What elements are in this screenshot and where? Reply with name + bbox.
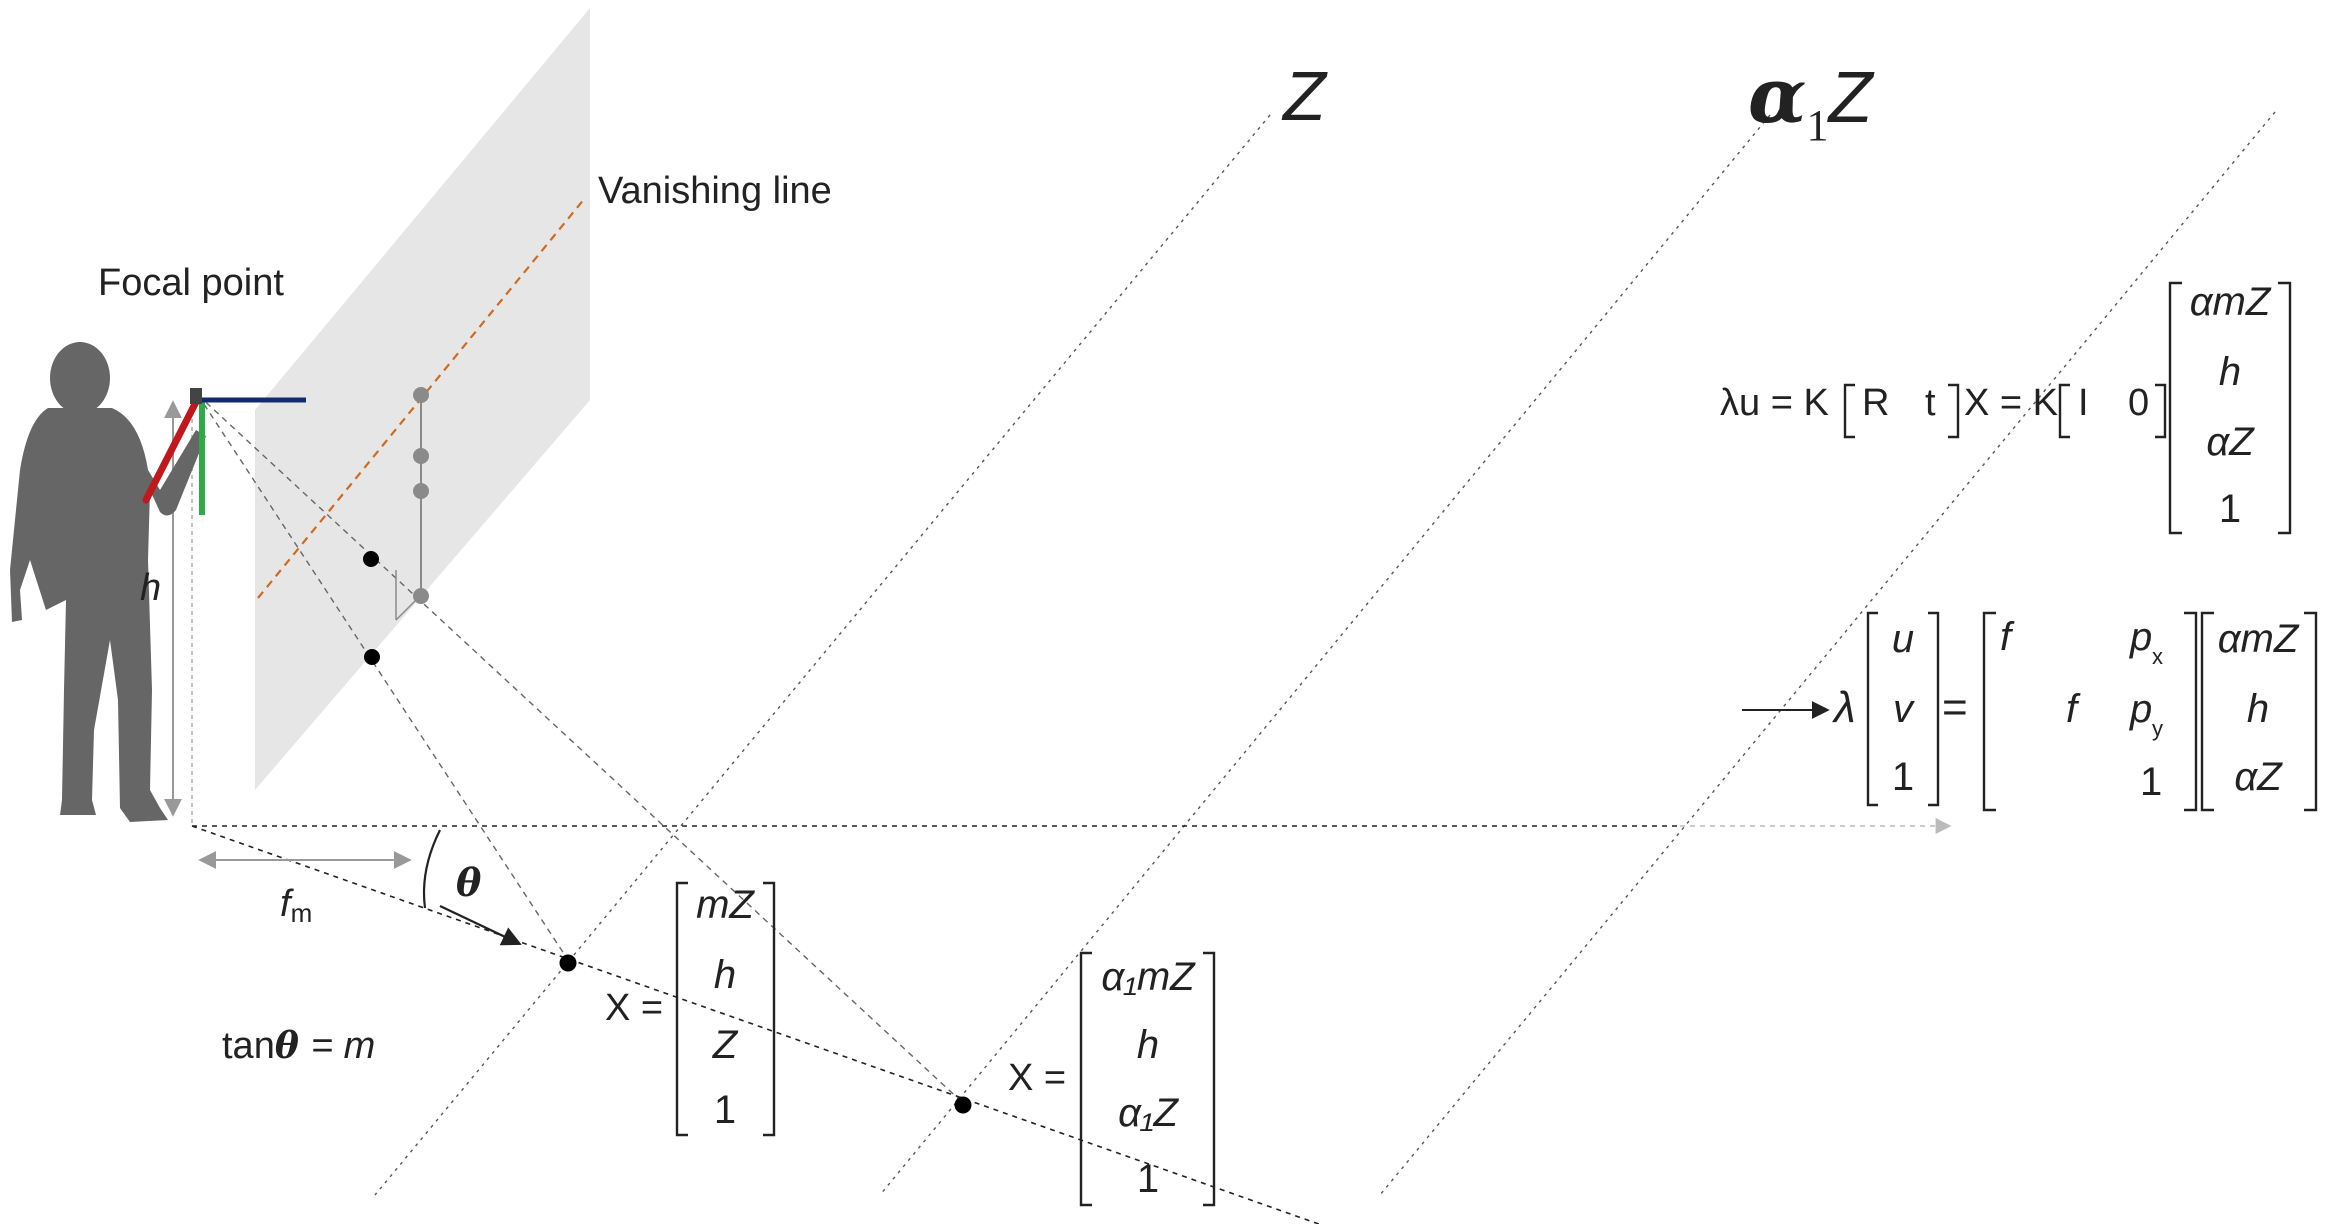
svg-text:=: = [1942,683,1968,732]
direction-arrow [439,905,522,946]
svg-text:1: 1 [714,1088,736,1132]
z-depth-label: Z [1281,57,1328,135]
projected-point-1 [363,551,379,567]
svg-text:αZ: αZ [2234,755,2283,799]
svg-text:R: R [1862,382,1889,424]
svg-text:h: h [2247,687,2269,731]
theta-label: θ [456,860,482,905]
svg-text:αmZ: αmZ [2190,280,2272,324]
tan-theta-label: tanθ= m [222,1025,375,1067]
person-silhouette [10,342,206,822]
ground-point-1 [559,954,577,972]
svg-text:h: h [1137,1023,1159,1067]
depth-line-z [374,114,1271,1196]
svg-text:y: y [2152,716,2163,741]
ray-to-point1 [197,394,571,964]
focal-length-label: fm [280,883,312,928]
svg-text:mZ: mZ [696,883,755,927]
svg-text:λu = K: λu = K [1720,382,1829,424]
projected-figure [395,387,429,621]
focal-point-label: Focal point [98,262,284,304]
svg-text:u: u [1892,617,1914,661]
projection-equation-intrinsics: λ u v 1 = f p x f p y 1 αmZ h αZ [1742,611,2318,812]
svg-text:αmZ: αmZ [2218,617,2300,661]
svg-text:p: p [2129,615,2152,659]
camera-axis-red [142,394,202,504]
camera-body [190,388,202,404]
svg-text:x: x [2152,644,2163,669]
projection-equation-top: λu = K R t X = K I 0 αmZ h αZ 1 [1720,280,2292,535]
svg-text:1: 1 [2140,760,2162,804]
svg-text:h: h [714,953,736,997]
svg-text:v: v [1893,687,1915,731]
svg-text:αZ: αZ [2206,420,2255,464]
theta-arc [422,829,441,909]
alpha1-z-label: α1Z [1748,51,1874,150]
svg-text:t: t [1925,382,1936,424]
projected-point-2 [364,649,380,665]
svg-text:λ: λ [1832,683,1856,732]
svg-text:α₁mZ: α₁mZ [1101,955,1196,999]
depth-line-alpha1z [879,114,1771,1196]
vanishing-line-label: Vanishing line [598,170,832,212]
svg-text:1: 1 [2219,487,2241,531]
ray-to-point2 [197,394,964,1104]
svg-text:X =: X = [1008,1057,1066,1099]
svg-text:1: 1 [1892,755,1914,799]
svg-text:I: I [2078,382,2089,424]
point1-vector: X = mZ h Z 1 [605,881,776,1137]
svg-text:X =: X = [605,987,663,1029]
point2-vector: X = α₁mZ h α₁Z 1 [1008,951,1216,1207]
svg-text:h: h [2219,350,2241,394]
height-label: h [140,567,161,609]
svg-text:p: p [2129,687,2152,731]
svg-text:f: f [2000,615,2015,659]
svg-text:X = K: X = K [1964,382,2058,424]
svg-text:α₁Z: α₁Z [1118,1091,1179,1135]
ground-direction-line [191,825,1322,1224]
depth-line-far [1379,111,2276,1196]
svg-text:f: f [2066,687,2081,731]
svg-text:1: 1 [1137,1157,1159,1201]
svg-text:0: 0 [2128,382,2149,424]
ground-point-2 [954,1096,972,1114]
svg-text:Z: Z [712,1023,739,1067]
